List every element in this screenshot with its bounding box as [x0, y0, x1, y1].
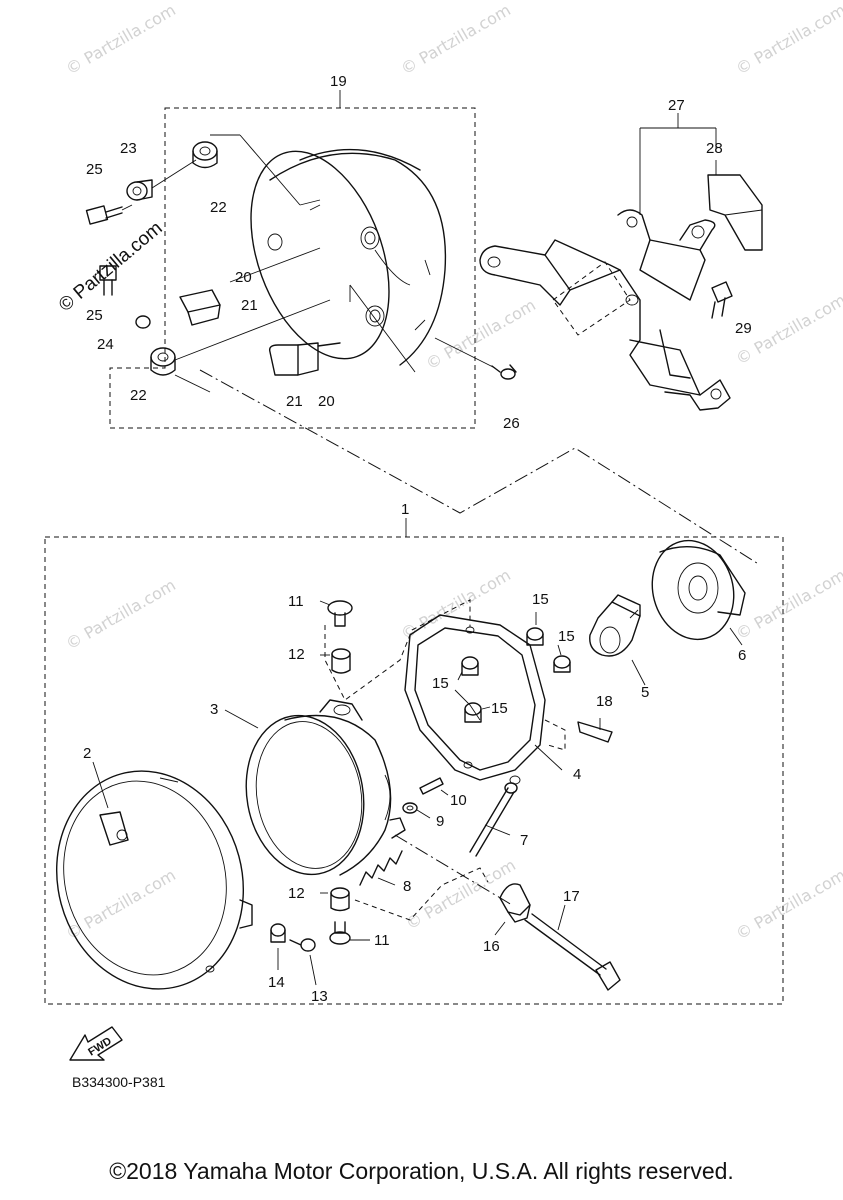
bolt [553, 655, 571, 673]
callout-11: 11 [288, 593, 304, 610]
callout-5: 5 [641, 684, 649, 701]
callout-15: 15 [491, 700, 508, 717]
headlight-bracket [479, 209, 731, 411]
group-27-bracket [639, 127, 717, 215]
nut [331, 648, 351, 674]
nut [270, 923, 286, 943]
watermark: © Partzilla.com [733, 565, 843, 643]
callout-16: 16 [483, 938, 500, 955]
watermark: © Partzilla.com [733, 0, 843, 78]
watermark: © Partzilla.com [398, 0, 514, 78]
bulb-socket [499, 883, 531, 923]
callout-4: 4 [573, 766, 581, 783]
wire-clip [179, 289, 221, 326]
headlight-frame [404, 614, 546, 785]
diagram-code: B334300-P381 [72, 1074, 166, 1090]
pin [419, 777, 444, 795]
watermark: © Partzilla.com [733, 865, 843, 943]
callout-22: 22 [130, 387, 147, 404]
adjusting-screw [469, 782, 518, 857]
callout-13: 13 [311, 988, 328, 1005]
connector-pin [577, 721, 613, 743]
bolt [85, 205, 123, 225]
watermark: © Partzilla.com [63, 0, 179, 78]
callout-18: 18 [596, 693, 613, 710]
screw [289, 938, 316, 952]
wire-harness [524, 913, 621, 991]
headlight-unit [245, 699, 406, 876]
bolt [461, 656, 479, 676]
callout-29: 29 [735, 320, 752, 337]
screw [491, 364, 517, 380]
watermark: © Partzilla.com [63, 865, 179, 943]
callout-10: 10 [450, 792, 467, 809]
callout-25: 25 [86, 307, 103, 324]
group-1-outline [44, 536, 784, 1005]
callout-22: 22 [210, 199, 227, 216]
connector-line [199, 369, 761, 566]
screw [329, 921, 351, 945]
collar [126, 179, 153, 201]
grommet [150, 347, 176, 376]
headlight-housing [250, 148, 447, 366]
callout-24: 24 [97, 336, 114, 353]
group-19-outline [109, 107, 476, 429]
callout-15: 15 [532, 591, 549, 608]
wire-clip [268, 342, 341, 376]
watermark: © Partzilla.com [423, 295, 539, 373]
watermark: © Partzilla.com [63, 575, 179, 653]
callout-9: 9 [436, 813, 444, 830]
fwd-label: FWD [86, 1035, 114, 1058]
nut [402, 802, 418, 814]
callout-6: 6 [738, 647, 746, 664]
callout-1: 1 [401, 501, 409, 518]
callout-14: 14 [268, 974, 285, 991]
callout-2: 2 [83, 745, 91, 762]
callout-20: 20 [235, 269, 252, 286]
bolt [526, 627, 544, 646]
callout-8: 8 [403, 878, 411, 895]
callout-3: 3 [210, 701, 218, 718]
callout-23: 23 [120, 140, 137, 157]
callout-21: 21 [286, 393, 303, 410]
callouts: 19 27 28 23 25 22 20 21 25 24 22 21 20 2… [83, 73, 752, 1005]
screw [327, 600, 353, 627]
headlight-rim [55, 770, 253, 990]
callout-15: 15 [432, 675, 449, 692]
callout-7: 7 [520, 832, 528, 849]
callout-15: 15 [558, 628, 575, 645]
bolt [711, 281, 733, 319]
forward-arrow-icon: FWD [69, 1026, 123, 1061]
callout-12: 12 [288, 646, 305, 663]
callout-12: 12 [288, 885, 305, 902]
bolt [99, 265, 117, 296]
callout-28: 28 [706, 140, 723, 157]
callout-26: 26 [503, 415, 520, 432]
callout-19: 19 [330, 73, 347, 90]
bolt [464, 702, 482, 723]
callout-25: 25 [86, 161, 103, 178]
callout-11: 11 [374, 932, 390, 949]
spring [359, 850, 403, 886]
callout-17: 17 [563, 888, 580, 905]
headlight-bulb [589, 594, 641, 657]
headlight-cover [651, 539, 746, 641]
grommet [192, 141, 218, 169]
collar [135, 315, 151, 329]
callout-27: 27 [668, 97, 685, 114]
bracket-plate [707, 174, 763, 251]
callout-20: 20 [318, 393, 335, 410]
callout-21: 21 [241, 297, 258, 314]
copyright-notice: ©2018 Yamaha Motor Corporation, U.S.A. A… [109, 1158, 734, 1184]
nut [330, 887, 350, 912]
